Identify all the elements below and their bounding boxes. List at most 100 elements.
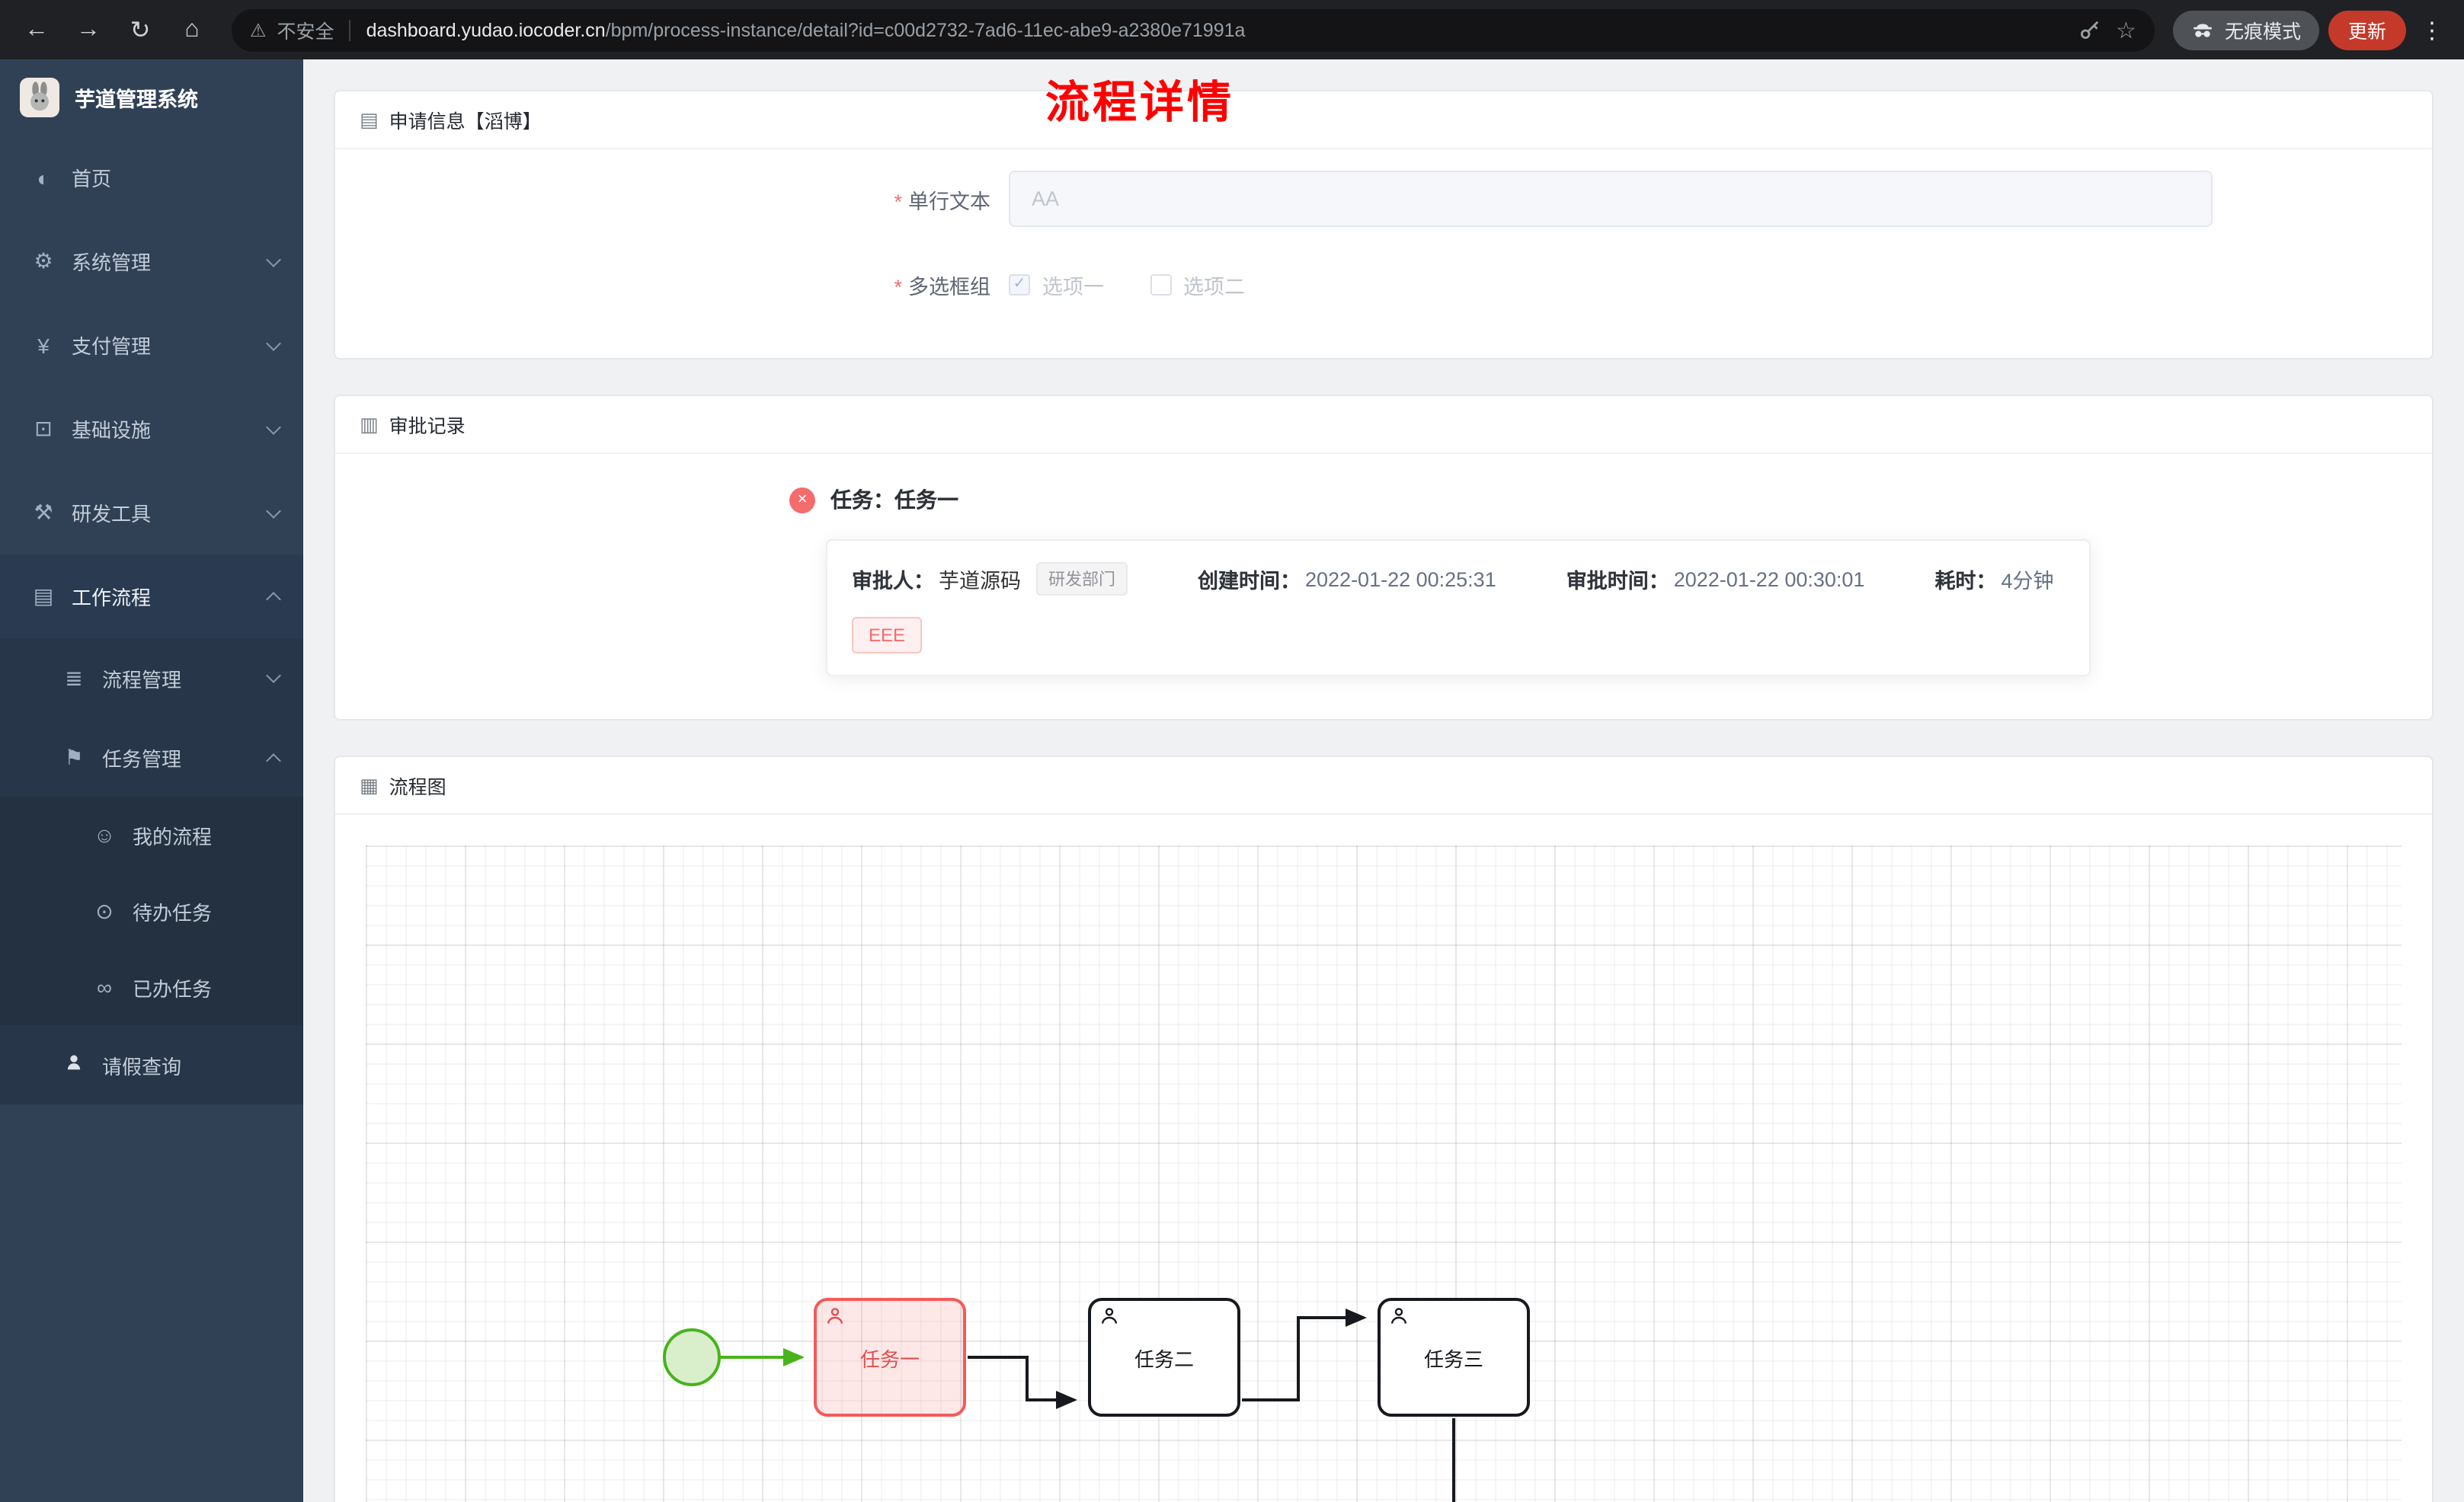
chevron-down-icon [266,668,281,683]
sidebar-item-payment[interactable]: ¥ 支付管理 [0,303,303,387]
app-logo-row: 芋道管理系统 [0,59,303,136]
chevron-down-icon [266,419,281,434]
start-event-node[interactable] [663,1328,721,1386]
omnibox-right-icons: ☆ [2078,16,2136,43]
eye-icon: ⊙ [95,898,114,922]
flow-task1-to-task2 [968,1356,1077,1409]
home-icon[interactable]: ⌂ [184,16,200,42]
address-bar[interactable]: ⚠ 不安全 dashboard.yudao.iocoder.cn/bpm/pro… [232,8,2155,51]
diagram-icon: ▦ [360,773,379,796]
checkbox-group: ✓ 选项一 选项二 [1009,256,1245,312]
browser-menu-icon[interactable]: ⋮ [2421,18,2443,43]
sidebar-item-done-tasks[interactable]: ∞ 已办任务 [0,949,303,1025]
incognito-label: 无痕模式 [2224,21,2301,43]
sidebar-item-leave-query[interactable]: 请假查询 [0,1025,303,1104]
update-button[interactable]: 更新 [2328,10,2406,50]
approval-timeline: × 任务：任务一 审批人： 芋道源码 研发部门 创建时间： [335,454,2432,719]
apply-card-header: ▤ 申请信息【滔博】 [335,91,2432,149]
workflow-submenu: ≣ 流程管理 ⚑ 任务管理 ☺ 我的流程 ⊙ 待办任务 [0,638,303,1104]
url-domain: dashboard.yudao.iocoder.cn [366,19,606,40]
incognito-badge: 无痕模式 [2172,10,2319,50]
security-label: 不安全 [277,21,334,43]
diagram-card-title: 流程图 [389,777,446,798]
record-icon: ▥ [360,412,379,435]
flag-icon: ⚑ [64,744,84,769]
reload-icon[interactable]: ↻ [130,18,151,43]
duration-meta: 耗时： 4分钟 [1934,564,2053,594]
checkbox-field-label: *多选框组 [894,275,990,298]
required-asterisk: * [894,275,902,298]
briefcase-icon: ▤ [33,583,54,608]
not-secure-warning-icon: ⚠ [250,19,267,40]
diagram-card-header: ▦ 流程图 [335,757,2432,815]
tools-icon: ⚒ [34,500,53,524]
url-text: dashboard.yudao.iocoder.cn/bpm/process-i… [366,19,2067,40]
dashboard-icon: ◐ [37,165,50,190]
text-field-row: *单行文本 [335,171,2432,227]
headset-user-icon: ☺ [93,823,116,847]
task-node-2[interactable]: 任务二 [1088,1298,1240,1417]
sidebar-item-my-process[interactable]: ☺ 我的流程 [0,797,303,873]
approved-time-meta: 审批时间： 2022-01-22 00:30:01 [1566,567,1865,593]
task-line: × 任务：任务一 [789,484,2402,515]
apply-info-card: ▤ 申请信息【滔博】 *单行文本 *多选框组 ✓ 选项一 [334,90,2434,360]
checkbox-checked-icon: ✓ [1009,273,1030,295]
chevron-down-icon [266,251,281,267]
approval-detail-card: 审批人： 芋道源码 研发部门 创建时间： 2022-01-22 00:25:31… [826,539,2091,676]
sidebar: 芋道管理系统 ◐ 首页 ⚙ 系统管理 ¥ 支付管理 ⊡ 基础设施 [0,59,303,1502]
approval-card-header: ▥ 审批记录 [335,396,2432,454]
task-submenu: ☺ 我的流程 ⊙ 待办任务 ∞ 已办任务 [0,797,303,1025]
sidebar-item-process-management[interactable]: ≣ 流程管理 [0,638,303,717]
task-node-3[interactable]: 任务三 [1378,1298,1530,1417]
task-rejected-icon: × [789,487,815,513]
task-node-1[interactable]: 任务一 [814,1298,966,1417]
document-icon: ▤ [360,107,379,130]
approval-record-card: ▥ 审批记录 × 任务：任务一 审批人： 芋道源码 研发部门 [334,395,2434,721]
checkbox-option2[interactable]: 选项二 [1150,269,1245,299]
created-time-meta: 创建时间： 2022-01-22 00:25:31 [1198,567,1496,593]
text-field-label: *单行文本 [894,190,990,213]
user-task-icon [1391,1308,1406,1324]
bookmark-star-icon[interactable]: ☆ [2116,18,2136,43]
sidebar-item-home[interactable]: ◐ 首页 [0,136,303,219]
forward-icon[interactable]: → [76,16,101,42]
chevron-up-icon [266,753,281,768]
back-icon[interactable]: ← [24,16,49,42]
department-tag: 研发部门 [1036,562,1128,596]
approval-meta-row: 审批人： 芋道源码 研发部门 创建时间： 2022-01-22 00:25:31… [852,562,2065,596]
user-task-icon [827,1308,843,1324]
duration-value: 4分钟 [2001,570,2054,593]
approval-card-title: 审批记录 [389,416,466,437]
approved-time-value: 2022-01-22 00:30:01 [1673,567,1865,590]
task-title: 任务：任务一 [830,487,958,512]
sequence-flows [721,1309,1455,1502]
gear-icon: ⚙ [34,248,53,273]
omnibox-divider [349,19,351,40]
approver-meta: 审批人： 芋道源码 研发部门 [852,562,1128,596]
apply-card-title: 申请信息【滔博】 [389,111,542,133]
app-title: 芋道管理系统 [75,88,198,111]
password-key-icon[interactable] [2078,18,2101,41]
url-path: /bpm/process-instance/detail?id=c00d2732… [605,19,1246,40]
sidebar-item-todo-tasks[interactable]: ⊙ 待办任务 [0,873,303,949]
sidebar-item-task-management[interactable]: ⚑ 任务管理 [0,717,303,797]
comment-tag: EEE [852,617,923,654]
required-asterisk: * [894,190,902,213]
diagram-body: 任务一 任务二 [335,815,2432,1502]
browser-chrome: ← → ↻ ⌂ ⚠ 不安全 dashboard.yudao.iocoder.cn… [0,0,2464,59]
sidebar-item-workflow[interactable]: ▤ 工作流程 [0,554,303,638]
sidebar-item-devtools[interactable]: ⚒ 研发工具 [0,471,303,554]
monitor-icon: ⊡ [34,416,53,440]
flow-task2-to-task3 [1242,1309,1367,1401]
bpmn-canvas[interactable]: 任务一 任务二 [366,845,2402,1502]
sidebar-item-infrastructure[interactable]: ⊡ 基础设施 [0,387,303,471]
chevron-down-icon [266,335,281,350]
chevron-down-icon [266,503,281,518]
checkbox-option1[interactable]: ✓ 选项一 [1009,269,1104,299]
sidebar-item-system[interactable]: ⚙ 系统管理 [0,219,303,303]
created-time-value: 2022-01-22 00:25:31 [1305,567,1496,590]
glasses-icon: ∞ [97,975,112,999]
chevron-up-icon [266,592,281,607]
single-line-text-input[interactable] [1009,171,2213,227]
